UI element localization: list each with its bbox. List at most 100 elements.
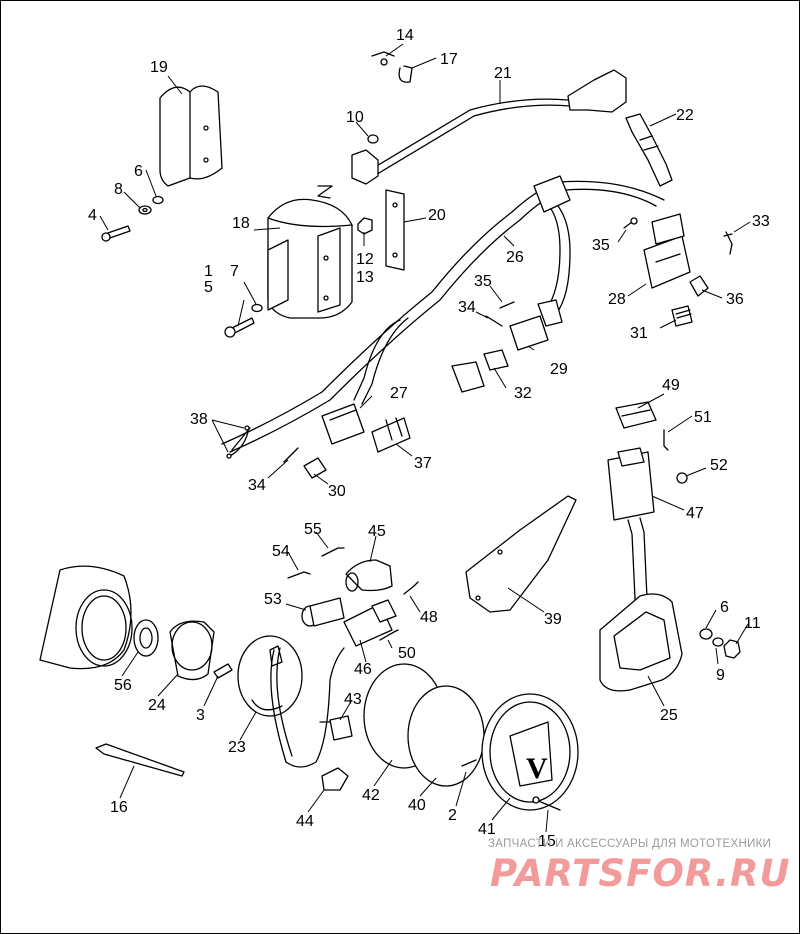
part-11-nut: [723, 639, 741, 659]
part-7-washer: [251, 303, 263, 313]
callout-30: 30: [328, 483, 346, 500]
callout-5: 5: [204, 279, 213, 296]
callout-31: 31: [630, 325, 648, 342]
part-24-rotor-cup: [169, 620, 215, 681]
part-46-connector: [343, 599, 397, 647]
callout-14: 14: [396, 27, 414, 44]
part-18-ignition-coil: [267, 185, 353, 319]
part-53-plug: [301, 597, 345, 627]
callout-3: 3: [196, 707, 205, 724]
callout-44: 44: [296, 813, 314, 830]
leader-lines: [99, 43, 751, 833]
callout-19: 19: [150, 59, 168, 76]
callout-56: 56: [114, 677, 132, 694]
callout-53: 53: [264, 591, 282, 608]
part-19-coil-cover: [159, 85, 223, 187]
part-27-connector: [321, 403, 365, 445]
callout-27: 27: [390, 385, 408, 402]
callout-4: 4: [88, 207, 97, 224]
callout-34b: 34: [248, 477, 266, 494]
part-8-washer: [138, 205, 152, 215]
callout-52: 52: [710, 457, 728, 474]
part-52-screw: [676, 472, 688, 484]
callout-13: 13: [356, 269, 374, 286]
callout-15: 15: [538, 833, 556, 850]
part-25-ignition-module: [599, 593, 683, 692]
callout-32: 32: [514, 385, 532, 402]
part-47-module-connector: [607, 447, 655, 621]
part-40-gasket: [407, 685, 485, 787]
watermark-tagline: ЗАПЧАСТИ И АКСЕССУАРЫ ДЛЯ МОТОТЕХНИКИ: [488, 838, 772, 850]
part-21-spark-plug-wire: [351, 69, 627, 185]
part-34-pin-lower: [283, 447, 299, 463]
part-54-terminal: [287, 571, 311, 579]
part-37-connector-cover: [371, 417, 411, 453]
callout-35b: 35: [474, 273, 492, 290]
callout-7: 7: [230, 263, 239, 280]
cover-housing: [39, 565, 133, 670]
callout-26: 26: [506, 249, 524, 266]
callout-42: 42: [362, 787, 380, 804]
callout-labels: 19 6 8 4 14 17 21 22 10 18 20 12 13 1 5 …: [88, 27, 770, 850]
callout-23: 23: [228, 739, 246, 756]
callout-48: 48: [420, 609, 438, 626]
callout-54: 54: [272, 543, 290, 560]
part-38-wire-leads: [226, 425, 251, 459]
callout-51: 51: [694, 409, 712, 426]
callout-47: 47: [686, 505, 704, 522]
callout-1: 1: [204, 263, 213, 280]
part-41-timer-cover: [481, 693, 579, 811]
callout-17: 17: [440, 51, 458, 68]
part-35-pin: [499, 301, 515, 309]
part-45-boot: [345, 559, 393, 592]
callout-55: 55: [304, 521, 322, 538]
callout-43: 43: [344, 691, 362, 708]
part-55-terminal: [321, 547, 345, 557]
part-44-clamp: [321, 767, 349, 791]
part-36-clip: [689, 275, 709, 297]
callout-45: 45: [368, 523, 386, 540]
callout-41: 41: [478, 821, 496, 838]
part-22-spark-plug: [625, 113, 673, 187]
callout-40: 40: [408, 797, 426, 814]
callout-22: 22: [676, 107, 694, 124]
part-6-washer-top: [152, 195, 164, 205]
part-33-terminal: [723, 231, 733, 255]
watermark-logo: PARTSFOR.RU: [490, 852, 791, 895]
part-6-washer-right: [699, 628, 713, 640]
callout-18: 18: [232, 215, 250, 232]
callout-38: 38: [190, 411, 208, 428]
part-26-wiring-harness: [221, 175, 665, 453]
part-14-pin: [371, 51, 395, 66]
part-34-pin-top: [485, 315, 503, 327]
part-17-clip: [398, 65, 413, 83]
callout-6b: 6: [720, 599, 729, 616]
part-28-connector: [643, 213, 691, 289]
callout-20: 20: [428, 207, 446, 224]
callout-29: 29: [550, 361, 568, 378]
callout-49: 49: [662, 377, 680, 394]
callout-12: 12: [356, 251, 374, 268]
part-9-washer: [712, 637, 724, 647]
part-23-sensor-plate: [237, 635, 345, 768]
part-5-screw: [224, 317, 255, 338]
part-20-bracket: [385, 189, 405, 271]
part-48-terminal: [403, 581, 419, 595]
part-50-terminal: [379, 629, 399, 641]
callout-10: 10: [346, 109, 364, 126]
part-30-cover: [303, 457, 327, 479]
callout-35a: 35: [592, 237, 610, 254]
part-32-seal: [451, 349, 509, 393]
part-29-connector: [509, 299, 563, 351]
part-3-screw: [213, 663, 233, 679]
part-15-plug: [532, 796, 561, 811]
callout-37: 37: [414, 455, 432, 472]
callout-16: 16: [110, 799, 128, 816]
callout-6a: 6: [134, 163, 143, 180]
callout-39: 39: [544, 611, 562, 628]
part-10-nut: [367, 134, 379, 144]
callout-36: 36: [726, 291, 744, 308]
part-56-seal: [133, 619, 159, 657]
